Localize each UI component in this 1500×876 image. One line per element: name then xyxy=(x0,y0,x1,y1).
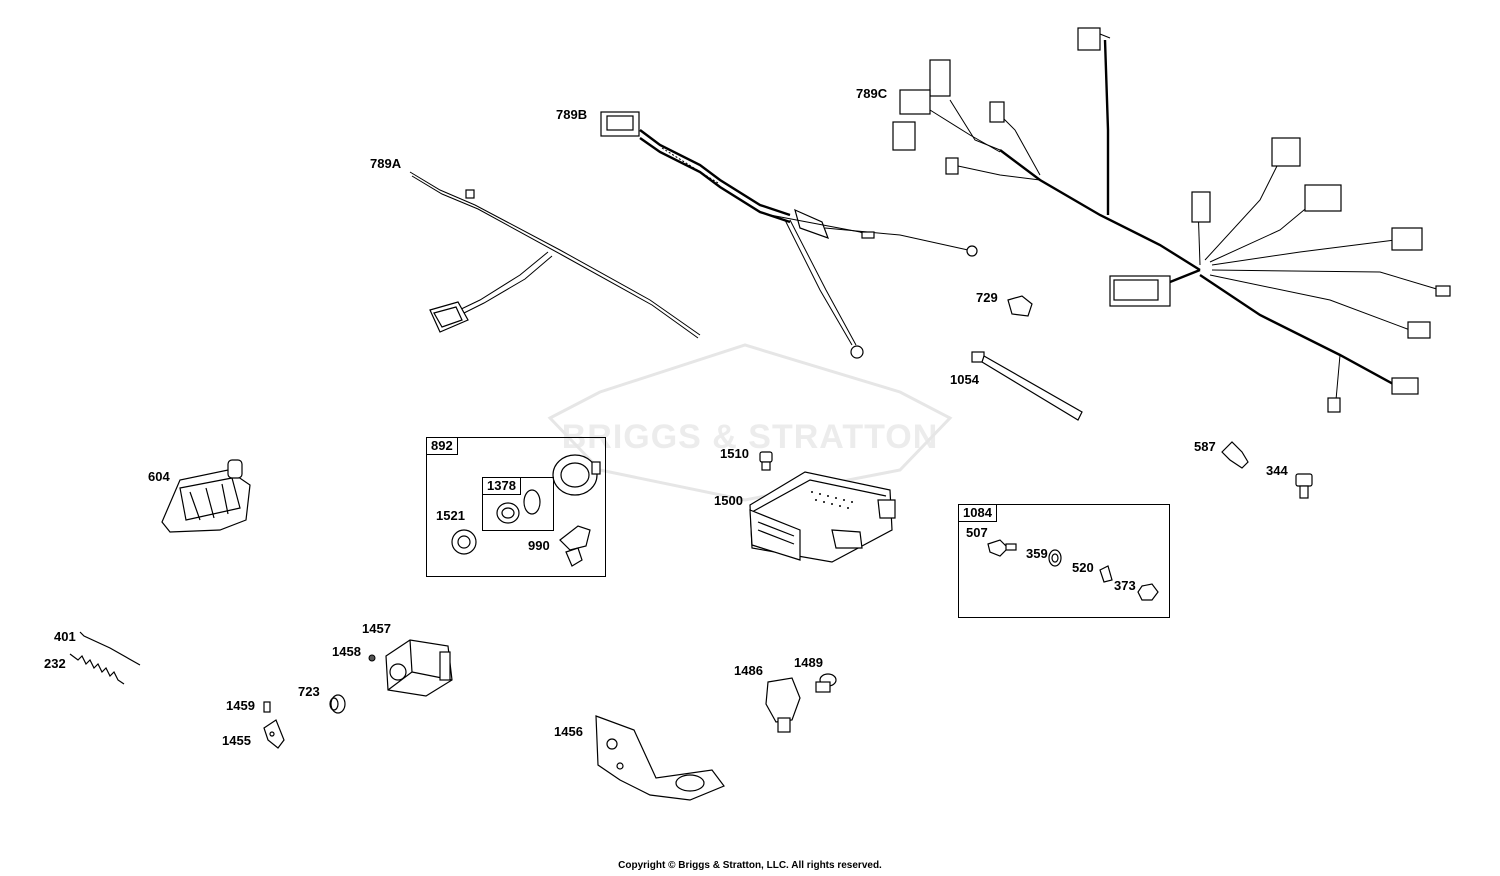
screw-1458[interactable] xyxy=(368,654,376,662)
pin-1459[interactable] xyxy=(263,701,271,713)
callout-1459[interactable]: 1459 xyxy=(226,698,255,713)
callout-789c[interactable]: 789C xyxy=(856,86,888,101)
spring-232[interactable] xyxy=(69,653,125,685)
callout-1510[interactable]: 1510 xyxy=(720,446,749,461)
callout-359[interactable]: 359 xyxy=(1026,546,1048,561)
callout-789b[interactable]: 789B xyxy=(556,107,588,122)
clamp-587[interactable] xyxy=(1221,441,1249,469)
callout-520[interactable]: 520 xyxy=(1072,560,1094,575)
callout-401[interactable]: 401 xyxy=(54,629,76,644)
rod-401[interactable] xyxy=(79,631,141,666)
callout-1458[interactable]: 1458 xyxy=(332,644,361,659)
kit-box-892: 892 xyxy=(426,437,606,577)
callout-729[interactable]: 729 xyxy=(976,290,998,305)
kit-box-1378: 1378 xyxy=(482,477,554,531)
clip-729[interactable] xyxy=(1007,295,1033,317)
switch-body[interactable] xyxy=(552,454,601,496)
callout-373[interactable]: 373 xyxy=(1114,578,1136,593)
callout-1457[interactable]: 1457 xyxy=(362,621,391,636)
watermark-logo xyxy=(547,343,953,502)
callout-1486[interactable]: 1486 xyxy=(734,663,763,678)
clip-520[interactable] xyxy=(1099,565,1113,583)
callout-232[interactable]: 232 xyxy=(44,656,66,671)
callout-1521[interactable]: 1521 xyxy=(436,508,465,523)
callout-507[interactable]: 507 xyxy=(966,525,988,540)
callout-1489[interactable]: 1489 xyxy=(794,655,823,670)
bracket-1455[interactable] xyxy=(263,719,285,749)
callout-1500[interactable]: 1500 xyxy=(714,493,743,508)
sensor-507[interactable] xyxy=(987,539,1017,557)
wiring-harness-789b[interactable] xyxy=(600,111,978,359)
washer-359[interactable] xyxy=(1048,549,1062,567)
wiring-harness-789c[interactable] xyxy=(892,27,1451,413)
motor-1457[interactable] xyxy=(385,639,453,697)
callout-1054[interactable]: 1054 xyxy=(950,372,979,387)
ecu-module-1500[interactable] xyxy=(749,471,896,563)
callout-723[interactable]: 723 xyxy=(298,684,320,699)
cover-604[interactable] xyxy=(161,459,251,533)
wiring-harness-789a[interactable] xyxy=(409,171,701,339)
bolt-344[interactable] xyxy=(1295,473,1313,499)
bolt-1489[interactable] xyxy=(815,673,837,693)
callout-990[interactable]: 990 xyxy=(528,538,550,553)
callout-1456[interactable]: 1456 xyxy=(554,724,583,739)
callout-604[interactable]: 604 xyxy=(148,469,170,484)
nut-1378[interactable] xyxy=(496,502,520,524)
kit-label-1378: 1378 xyxy=(482,477,521,495)
nut-373[interactable] xyxy=(1137,583,1159,601)
kit-label-892: 892 xyxy=(426,437,458,455)
ignition-switch-1521[interactable] xyxy=(451,529,477,555)
callout-344[interactable]: 344 xyxy=(1266,463,1288,478)
sensor-1486[interactable] xyxy=(765,677,801,733)
mounting-bracket-1456[interactable] xyxy=(595,715,725,801)
key-990[interactable] xyxy=(559,525,591,567)
kit-label-1084: 1084 xyxy=(958,504,997,522)
callout-789a[interactable]: 789A xyxy=(370,156,402,171)
bushing-723[interactable] xyxy=(329,694,346,714)
cable-tie-1054[interactable] xyxy=(971,351,1083,421)
callout-1455[interactable]: 1455 xyxy=(222,733,251,748)
kit-box-1084: 1084 xyxy=(958,504,1170,618)
bolt-1510[interactable] xyxy=(759,451,773,471)
washer-1378[interactable] xyxy=(523,489,541,515)
briggs-stratton-watermark: BRIGGS & STRATTON xyxy=(561,418,939,456)
copyright-notice: Copyright © Briggs & Stratton, LLC. All … xyxy=(618,860,882,871)
callout-587[interactable]: 587 xyxy=(1194,439,1216,454)
